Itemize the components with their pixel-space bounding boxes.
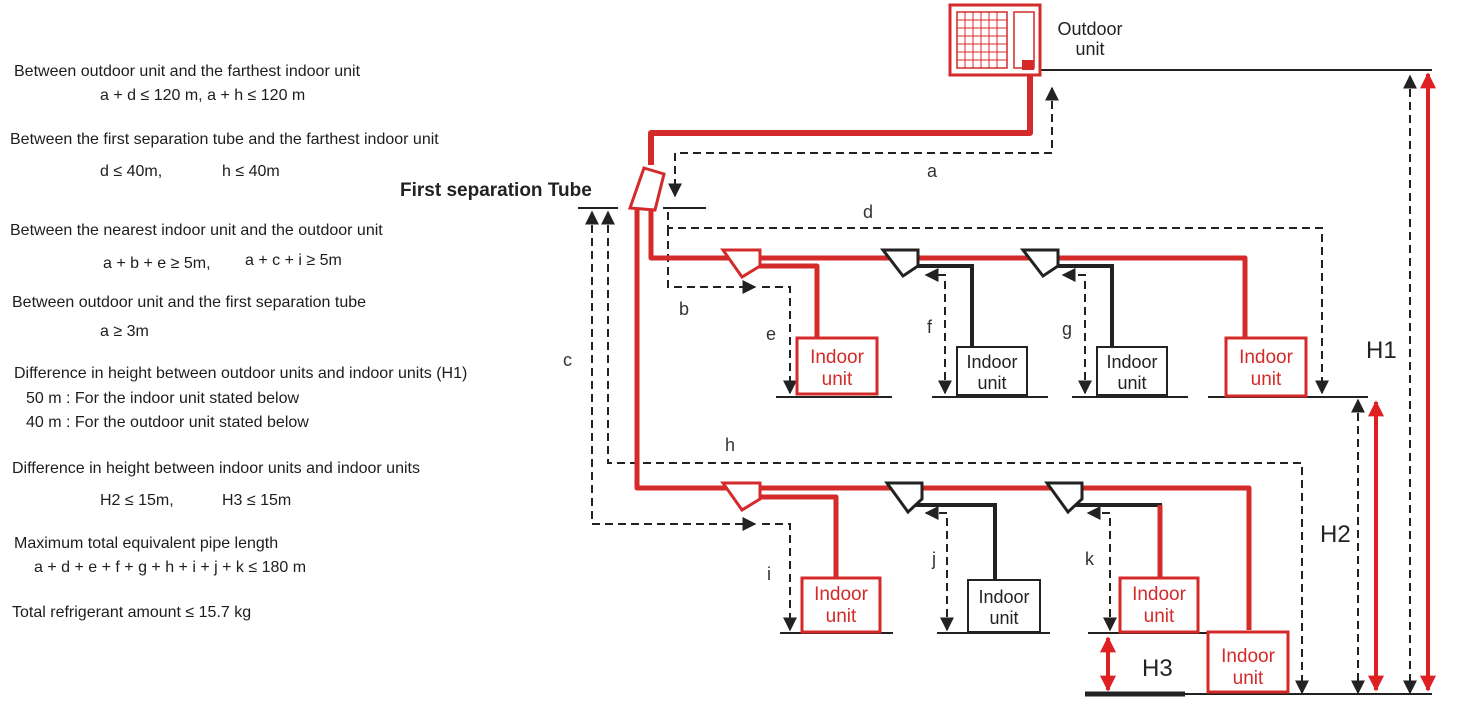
branch-joint-lower-1 xyxy=(720,481,762,513)
indoor-label: unit xyxy=(977,373,1006,393)
indoor-label: unit xyxy=(1251,369,1282,390)
indoor-label: Indoor xyxy=(1132,584,1187,605)
spec-heading-5: Difference in height between outdoor uni… xyxy=(14,365,467,382)
branch-joint-upper-1 xyxy=(720,248,762,280)
dim-k xyxy=(1086,506,1117,632)
dimension-lines xyxy=(585,74,1417,695)
outdoor-label-line1: Outdoor xyxy=(1057,19,1122,39)
first-separation-tube-label: First separation Tube xyxy=(400,180,592,201)
dim-h xyxy=(601,210,1309,695)
indoor-unit-upper-3: Indoor unit xyxy=(1096,346,1168,396)
spec-heading-6: Difference in height between indoor unit… xyxy=(12,460,420,477)
red-pipes xyxy=(634,75,1252,630)
label-g: g xyxy=(1062,319,1072,339)
spec-value-2b: h ≤ 40m xyxy=(222,163,280,180)
spec-value-6b: H3 ≤ 15m xyxy=(222,492,291,509)
spec-heading-1: Between outdoor unit and the farthest in… xyxy=(14,63,361,80)
dim-a xyxy=(668,86,1059,198)
spec-heading-7: Maximum total equivalent pipe length xyxy=(14,535,278,552)
indoor-unit-lower-1: Indoor unit xyxy=(800,576,882,634)
spec-value-4: a ≥ 3m xyxy=(100,323,149,340)
label-h1: H1 xyxy=(1366,337,1397,364)
spec-value-5a: 50 m : For the indoor unit stated below xyxy=(26,390,299,407)
label-j: j xyxy=(931,549,936,569)
height-arrows xyxy=(1100,72,1436,692)
label-c: c xyxy=(563,350,572,370)
indoor-label: Indoor xyxy=(810,347,865,368)
indoor-units: Indoor unit Indoor unit Indoor unit Indo… xyxy=(795,336,1308,694)
indoor-unit-lower-3: Indoor unit xyxy=(1118,576,1200,634)
pipe-lower-main xyxy=(634,210,1252,630)
spec-value-2a: d ≤ 40m, xyxy=(100,163,162,180)
black-pipes xyxy=(903,264,1162,580)
dim-j xyxy=(924,506,954,632)
branch-joint-lower-2 xyxy=(884,481,924,515)
label-f: f xyxy=(927,317,933,337)
spec-value-3a: a + b + e ≥ 5m, xyxy=(103,255,211,272)
pipe-outdoor-to-tube xyxy=(648,75,1033,165)
spec-heading-3: Between the nearest indoor unit and the … xyxy=(10,222,383,239)
indoor-label: Indoor xyxy=(966,352,1017,372)
label-k: k xyxy=(1085,549,1095,569)
spec-heading-4: Between outdoor unit and the first separ… xyxy=(12,294,366,311)
spec-value-1: a + d ≤ 120 m, a + h ≤ 120 m xyxy=(100,87,305,104)
indoor-label: unit xyxy=(1117,373,1146,393)
label-h: h xyxy=(725,435,735,455)
indoor-unit-upper-1: Indoor unit xyxy=(795,336,879,396)
label-h3: H3 xyxy=(1142,655,1173,682)
label-d: d xyxy=(863,202,873,222)
spec-heading-2: Between the first separation tube and th… xyxy=(10,131,439,148)
indoor-label: Indoor xyxy=(1221,646,1276,667)
pipe-lower-branch xyxy=(745,494,839,578)
outdoor-unit: Outdoor unit xyxy=(948,3,1123,77)
spec-value-7: a + d + e + f + g + h + i + j + k ≤ 180 … xyxy=(34,559,306,576)
indoor-label: Indoor xyxy=(1239,347,1294,368)
indoor-label: unit xyxy=(1233,668,1264,689)
spec-value-3b: a + c + i ≥ 5m xyxy=(245,252,342,269)
indoor-label: Indoor xyxy=(814,584,869,605)
label-b: b xyxy=(679,299,689,319)
label-h2: H2 xyxy=(1320,521,1351,548)
indoor-unit-lower-2: Indoor unit xyxy=(967,579,1041,633)
spec-list: Between outdoor unit and the farthest in… xyxy=(10,63,467,621)
segment-labels: a d b e f g c h i j k H1 H2 H3 xyxy=(563,161,1397,682)
indoor-label: unit xyxy=(989,608,1018,628)
spec-heading-8: Total refrigerant amount ≤ 15.7 kg xyxy=(12,604,251,621)
separation-tubes xyxy=(627,166,1084,515)
branch-joint-upper-2 xyxy=(879,248,920,279)
indoor-label: unit xyxy=(822,369,853,390)
label-a: a xyxy=(927,161,938,181)
label-e: e xyxy=(766,324,776,344)
outdoor-label-line2: unit xyxy=(1075,39,1104,59)
first-separation-tube xyxy=(627,166,666,212)
spec-value-6a: H2 ≤ 15m, xyxy=(100,492,174,509)
spec-value-5b: 40 m : For the outdoor unit stated below xyxy=(26,414,309,431)
indoor-unit-lowest: Indoor unit xyxy=(1206,630,1290,694)
indoor-label: unit xyxy=(826,606,857,627)
indoor-unit-upper-4: Indoor unit xyxy=(1224,336,1308,398)
branch-joint-lower-3 xyxy=(1044,481,1084,515)
branch-joint-upper-3 xyxy=(1019,248,1060,279)
indoor-label: Indoor xyxy=(978,587,1029,607)
indoor-unit-upper-2: Indoor unit xyxy=(956,346,1028,396)
pipe-upper-main xyxy=(648,210,1248,338)
indoor-label: unit xyxy=(1144,606,1175,627)
pipe-upper-branch xyxy=(745,263,820,338)
indoor-label: Indoor xyxy=(1106,352,1157,372)
label-i: i xyxy=(767,564,771,584)
